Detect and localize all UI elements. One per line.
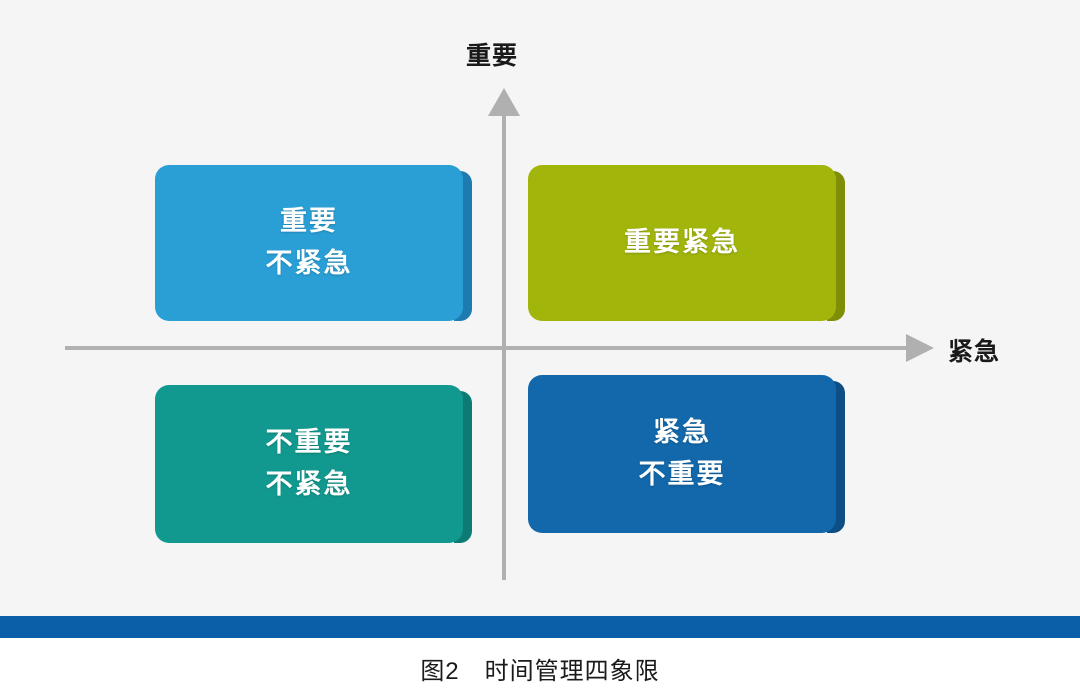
x-axis-label: 紧急 [948,338,1001,366]
quadrant-label-line-1: 不重要 [265,427,353,458]
quadrant-important-not-urgent[interactable]: 重要 不紧急 [155,165,472,321]
y-axis-label: 重要 [466,42,519,70]
quadrant-face: 不重要 不紧急 [155,385,463,543]
quadrant-label-line-1: 重要 [280,206,338,237]
quadrant-label-line-2: 不紧急 [265,248,353,278]
bottom-rule [0,616,1080,638]
diagram-canvas: 重要 紧急 重要 不紧急 重要紧急 不重要 不紧急 [65,42,1001,580]
figure-caption: 图2 时间管理四象限 [420,658,660,685]
horizontal-axis-arrow-icon [906,334,934,362]
quadrant-face: 紧急 不重要 [528,375,836,533]
quadrant-important-urgent[interactable]: 重要紧急 [528,165,845,321]
quadrant-face: 重要紧急 [528,165,836,321]
quadrant-label-line-1: 紧急 [653,417,711,448]
quadrant-label-line-1: 重要紧急 [624,227,740,258]
caption-area: 图2 时间管理四象限 [0,638,1080,699]
horizontal-axis-line [65,346,910,350]
quadrant-label-line-2: 不紧急 [265,469,353,499]
vertical-axis-arrow-icon [488,88,520,116]
quadrant-urgent-not-important[interactable]: 紧急 不重要 [528,375,845,533]
quadrant-not-important-not-urgent[interactable]: 不重要 不紧急 [155,385,472,543]
quadrant-label-line-2: 不重要 [638,459,726,489]
quadrant-face: 重要 不紧急 [155,165,463,321]
